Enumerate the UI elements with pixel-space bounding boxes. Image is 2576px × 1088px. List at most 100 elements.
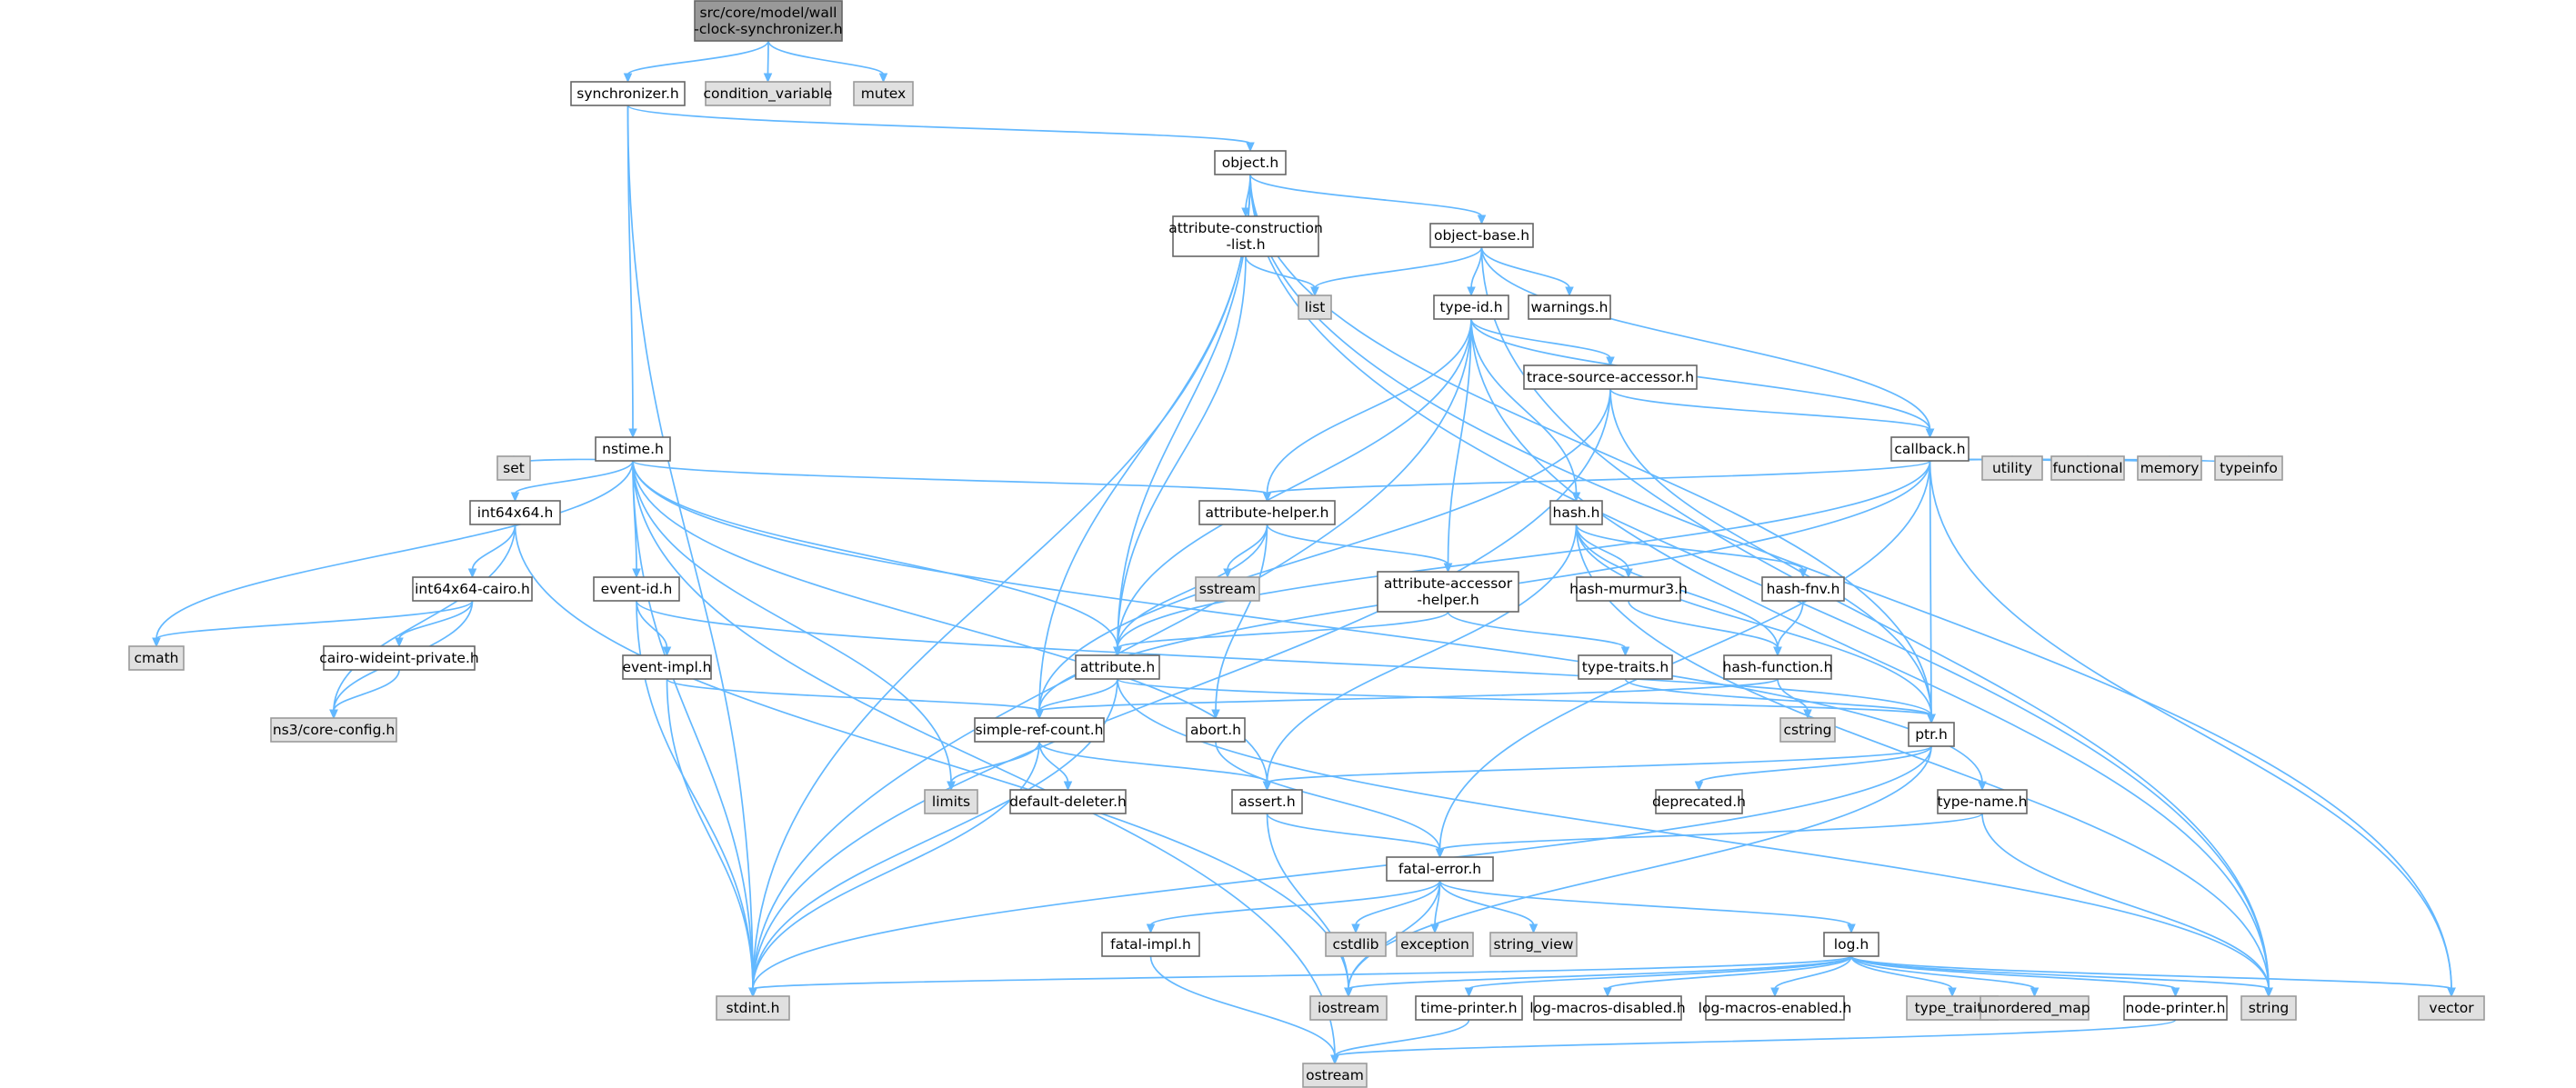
node-murmur[interactable]: hash-murmur3.h — [1569, 576, 1688, 602]
edge-nstime-to-attrhelper — [632, 460, 1272, 503]
node-typename[interactable]: type-name.h — [1937, 789, 2028, 814]
node-box — [2137, 455, 2202, 481]
node-box — [270, 717, 397, 743]
node-eventid[interactable]: event-id.h — [593, 576, 680, 602]
node-hash[interactable]: hash.h — [1549, 500, 1603, 525]
node-callback[interactable]: callback.h — [1890, 436, 1970, 462]
node-label: hash.h — [1553, 504, 1600, 521]
edge-arrowhead — [1430, 923, 1439, 934]
edge-line — [1624, 678, 1932, 716]
node-warnings[interactable]: warnings.h — [1528, 294, 1611, 320]
node-defdeleter[interactable]: default-deleter.h — [1009, 789, 1127, 814]
node-box — [1937, 789, 2028, 814]
edge-arrowhead — [152, 637, 161, 648]
node-logmacdis[interactable]: log-macros-disabled.h — [1529, 995, 1686, 1021]
node-label: event-impl.h — [622, 659, 711, 675]
node-root[interactable]: src/core/model/wall-clock-synchronizer.h — [694, 0, 843, 42]
node-object[interactable]: object.h — [1214, 150, 1287, 175]
edge-objectbase-to-warnings — [1480, 246, 1574, 297]
node-ptr[interactable]: ptr.h — [1908, 722, 1955, 747]
node-label: type_traits — [1915, 1000, 1990, 1017]
node-box — [1377, 571, 1519, 613]
edge-simplerc-to-limits — [947, 741, 1040, 792]
edge-line — [155, 600, 474, 640]
node-iostream: iostream — [1309, 995, 1388, 1021]
node-box — [1214, 150, 1287, 175]
edge-line — [1850, 955, 2036, 990]
node-label: synchronizer.h — [576, 85, 678, 102]
graph-edges — [152, 40, 2456, 1065]
node-fatalimpl[interactable]: fatal-impl.h — [1101, 932, 1200, 957]
edge-arrowhead — [1035, 709, 1044, 720]
edge-callback-to-attrhelper — [1262, 460, 1931, 503]
edge-arrowhead — [1241, 207, 1250, 218]
edge-arrowhead — [2170, 987, 2180, 998]
edge-attribute-to-simplerc — [1035, 678, 1118, 720]
edge-line — [155, 460, 634, 640]
node-attrconstr[interactable]: attribute-construction-list.h — [1168, 215, 1323, 257]
edge-arrowhead — [329, 709, 338, 720]
node-timeprinter[interactable]: time-printer.h — [1415, 995, 1523, 1021]
node-label: attribute-accessor — [1384, 575, 1513, 592]
edge-line — [636, 600, 668, 649]
edge-line — [752, 745, 1932, 990]
node-nodeprinter[interactable]: node-printer.h — [2123, 995, 2228, 1021]
node-simplerc[interactable]: simple-ref-count.h — [974, 717, 1105, 743]
node-box — [1415, 995, 1523, 1021]
node-synchronizer[interactable]: synchronizer.h — [570, 81, 686, 106]
node-tracesrc[interactable]: trace-source-accessor.h — [1523, 364, 1698, 390]
edge-line — [1438, 880, 1535, 926]
node-objectbase[interactable]: object-base.h — [1429, 223, 1534, 248]
edge-log-to-logmacdis — [1603, 955, 1852, 998]
edge-arrowhead — [1773, 646, 1782, 657]
node-label: typeinfo — [2220, 460, 2278, 476]
edge-line — [1249, 174, 1483, 217]
edge-arrowhead — [748, 987, 757, 998]
edge-attraccessor-to-typetraits — [1447, 611, 1630, 657]
node-box — [1528, 294, 1611, 320]
edge-line — [1575, 524, 2270, 990]
node-logmacen[interactable]: log-macros-enabled.h — [1699, 995, 1852, 1021]
node-label: ostream — [1306, 1067, 1364, 1083]
edge-line — [1266, 318, 1472, 494]
edge-arrowhead — [1927, 714, 1936, 724]
node-assert[interactable]: assert.h — [1231, 789, 1303, 814]
node-abort[interactable]: abort.h — [1186, 717, 1246, 743]
edge-line — [767, 40, 769, 75]
edge-line — [1929, 460, 1932, 716]
node-fnv[interactable]: hash-fnv.h — [1761, 576, 1845, 602]
node-box — [595, 436, 671, 462]
node-label: event-id.h — [601, 581, 673, 597]
edge-line — [1470, 318, 1931, 431]
node-box — [1396, 932, 1474, 957]
node-attribute[interactable]: attribute.h — [1075, 654, 1160, 680]
node-fatalerror[interactable]: fatal-error.h — [1386, 856, 1494, 882]
node-box — [694, 0, 843, 42]
edge-line — [1468, 955, 1852, 990]
edge-nstime-to-attribute — [632, 460, 1122, 657]
edge-arrowhead — [1443, 563, 1453, 574]
edge-root-to-mutex — [767, 40, 888, 84]
edge-line — [1348, 955, 1852, 990]
node-cairowide[interactable]: cairo-wideint-private.h — [319, 645, 479, 671]
node-int64cairo[interactable]: int64x64-cairo.h — [412, 576, 533, 602]
edge-synchronizer-to-object — [626, 105, 1255, 153]
node-attrhelper[interactable]: attribute-helper.h — [1198, 500, 1336, 525]
edge-int64x64-to-int64cairo — [467, 524, 516, 579]
node-hashfunc[interactable]: hash-function.h — [1723, 654, 1833, 680]
edge-arrowhead — [878, 73, 888, 84]
node-log[interactable]: log.h — [1823, 932, 1879, 957]
node-condition_variable: condition_variable — [704, 81, 832, 106]
node-nstime[interactable]: nstime.h — [595, 436, 671, 462]
node-deprecated[interactable]: deprecated.h — [1652, 789, 1746, 814]
node-eventimpl[interactable]: event-impl.h — [622, 654, 712, 680]
node-typeid[interactable]: type-id.h — [1433, 294, 1509, 320]
edge-line — [1334, 1019, 2177, 1057]
node-mutex: mutex — [853, 81, 914, 106]
edge-line — [1038, 388, 1611, 712]
node-int64x64[interactable]: int64x64.h — [469, 500, 561, 525]
edge-nodeprinter-to-ostream — [1330, 1019, 2177, 1065]
node-attraccessor[interactable]: attribute-accessor-helper.h — [1377, 571, 1519, 613]
edge-tracesrc-to-callback — [1609, 388, 1935, 439]
node-typetraits[interactable]: type-traits.h — [1578, 654, 1673, 680]
